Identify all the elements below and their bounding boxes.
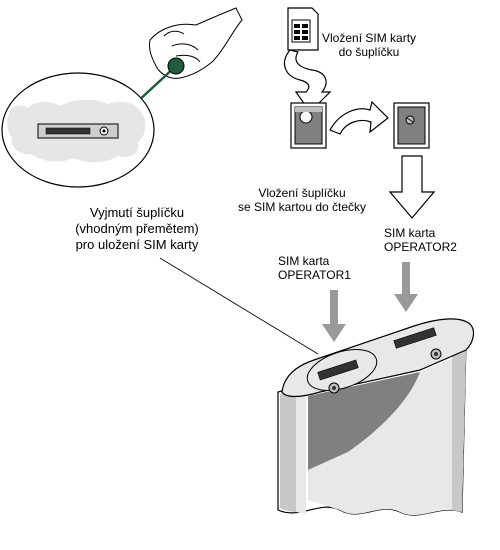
operator2-line-2: OPERATOR2 — [384, 240, 457, 254]
sim-tray-with-card-icon — [290, 102, 327, 149]
insert-tray-line-1: Vložení šuplíčku — [258, 186, 346, 200]
insert-tray-arrow — [388, 155, 436, 219]
operator1-line-1: SIM karta — [278, 254, 330, 268]
remove-tray-line-2: (vhodným přemětem) — [75, 221, 199, 236]
operator1-line-2: OPERATOR1 — [278, 268, 351, 282]
insert-tray-label: Vložení šuplíčku se SIM kartou do čtečky — [238, 186, 366, 214]
insert-tray-line-2: se SIM kartou do čtečky — [238, 200, 367, 214]
remove-tray-line-3: pro uložení SIM karty — [75, 237, 199, 252]
remove-tray-line-1: Vyjmutí šuplíčku — [89, 205, 185, 220]
remove-tray-label: Vyjmutí šuplíčku (vhodným přemětem) pro … — [52, 205, 222, 253]
hand-icon — [149, 7, 243, 79]
operator2-line-1: SIM karta — [384, 226, 436, 240]
operator1-label: SIM karta OPERATOR1 — [278, 254, 351, 282]
tray-zoom-bubble — [1, 72, 155, 188]
insert-sim-arrow — [283, 49, 332, 113]
sim-tray-closed-icon — [393, 102, 430, 149]
insert-sim-line-1: Vložení SIM karty — [322, 31, 417, 45]
operator2-label: SIM karta OPERATOR2 — [384, 226, 457, 254]
slot-operator2 — [393, 327, 442, 360]
sim-card-icon — [287, 7, 319, 51]
card-reader-device — [277, 318, 475, 516]
insert-sim-line-2: do šuplíčku — [338, 45, 400, 59]
operator1-arrow — [322, 290, 346, 342]
insert-sim-label: Vložení SIM karty do šuplíčku — [322, 31, 416, 59]
leader-line — [159, 257, 319, 355]
slot-operator1 — [306, 349, 378, 394]
flip-tray-arrow — [329, 100, 389, 135]
operator2-arrow — [394, 262, 418, 312]
